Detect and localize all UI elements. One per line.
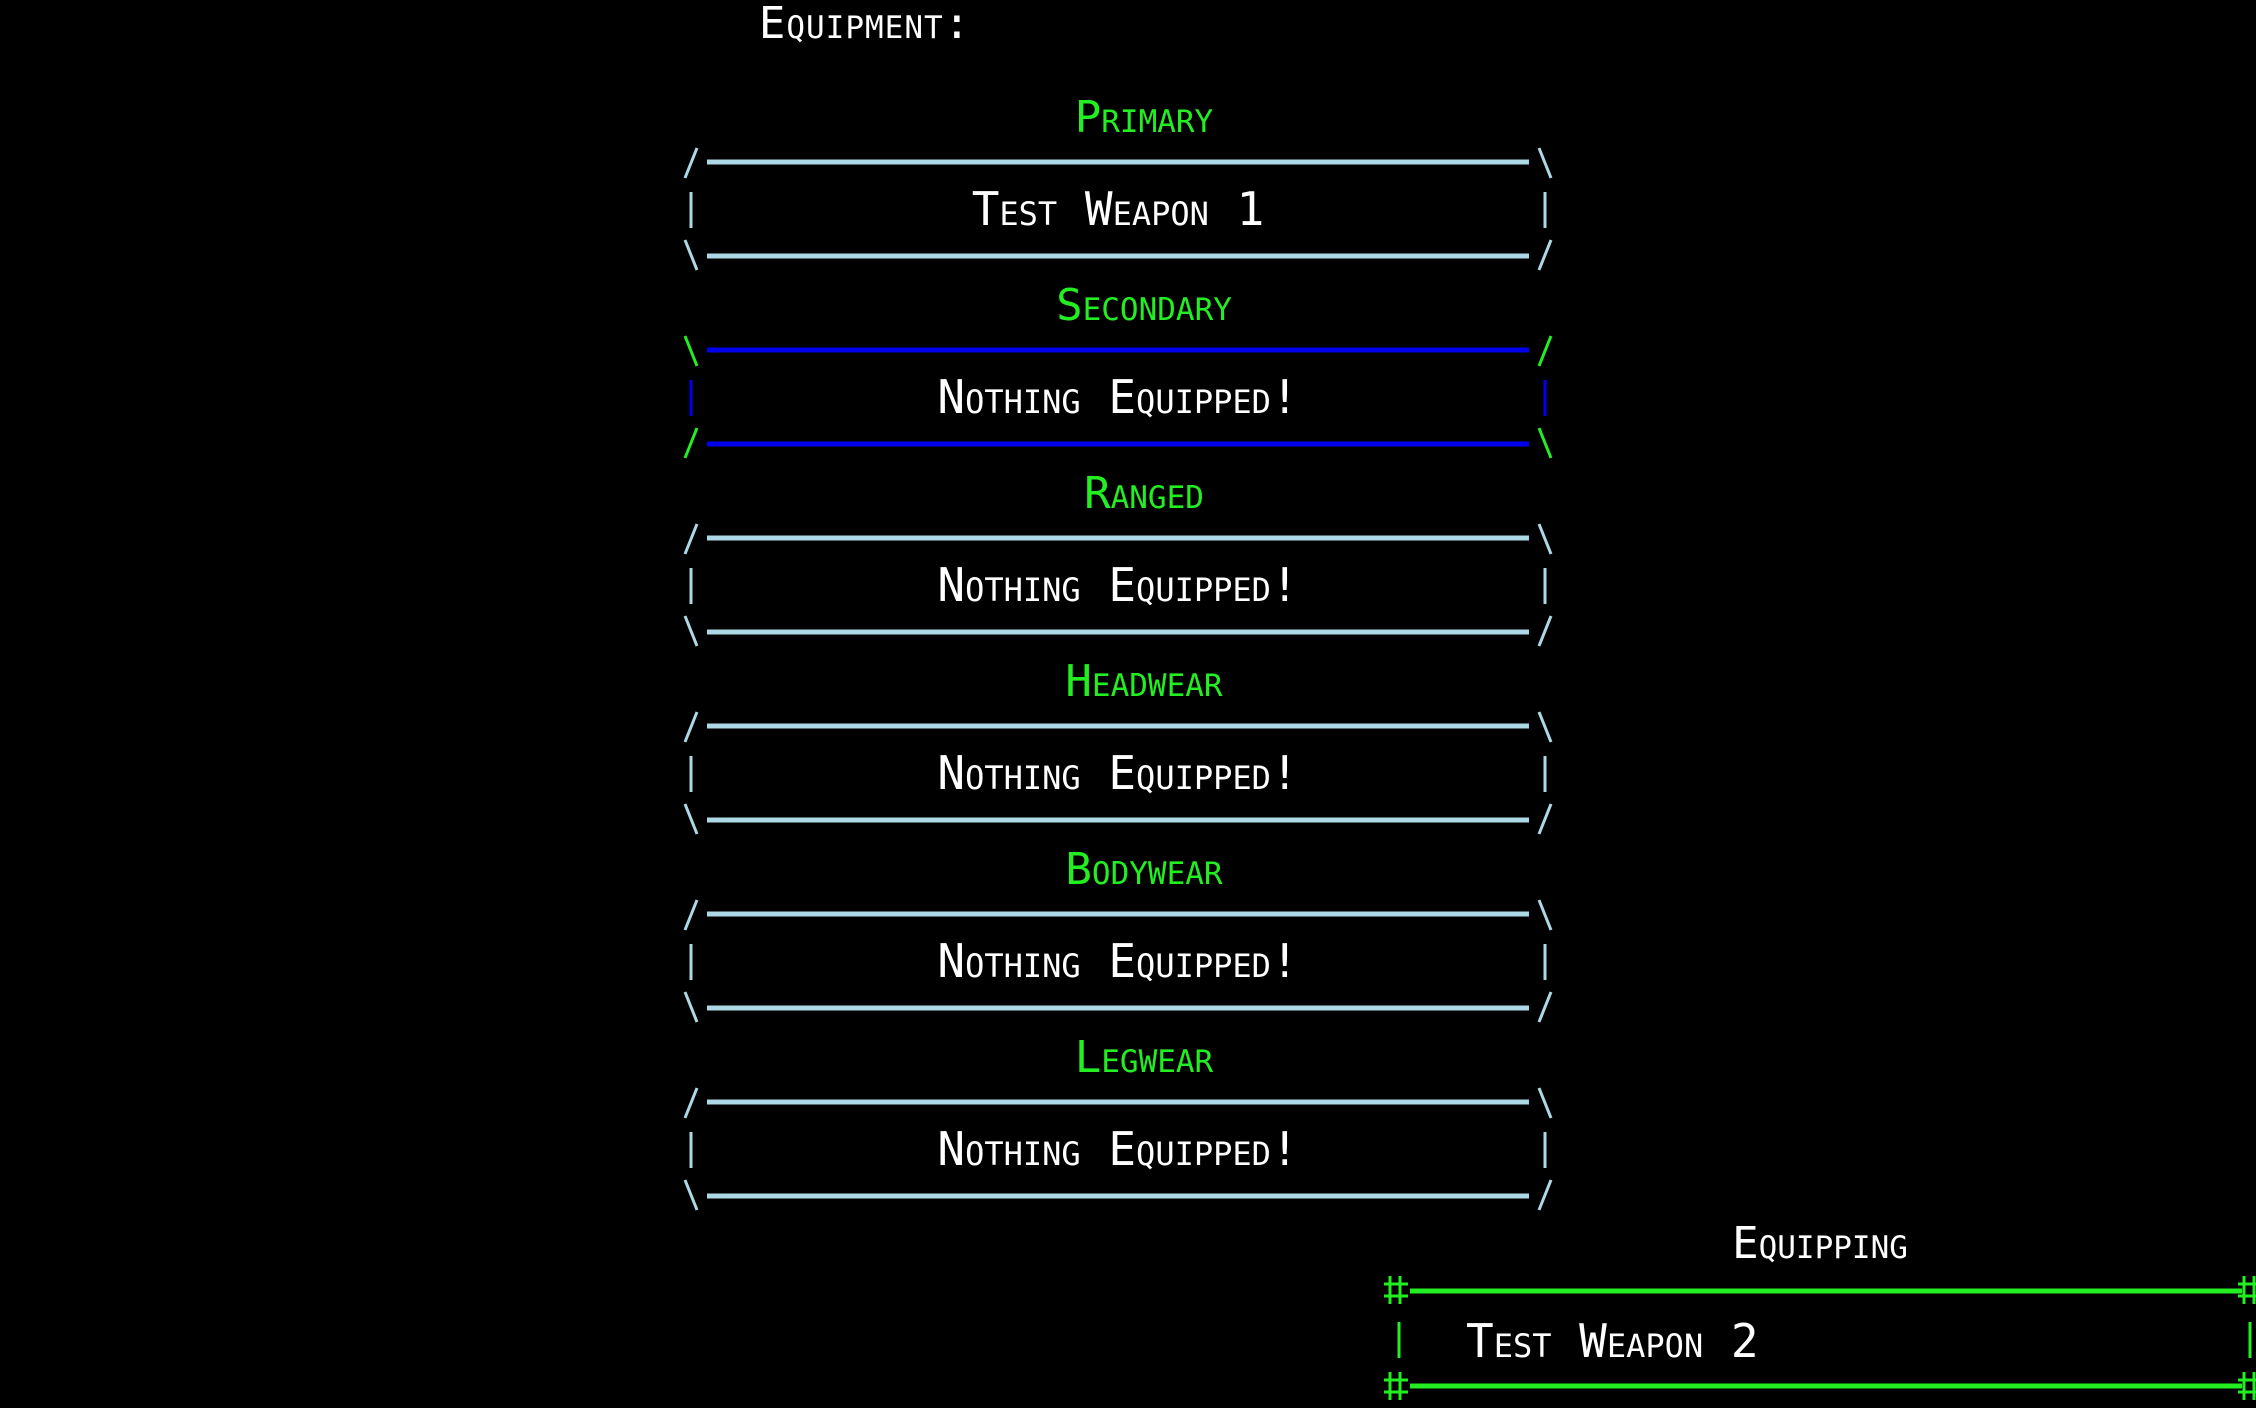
slot-label-secondary: Secondary (1056, 280, 1232, 331)
slot-value-ranged: Nothing Equipped! (937, 558, 1299, 612)
slot-value-legwear: Nothing Equipped! (937, 1122, 1299, 1176)
slot-label-headwear: Headwear (1065, 656, 1223, 707)
slot-frame (683, 899, 1553, 1023)
slot-frame (683, 147, 1553, 271)
slot-bodywear[interactable]: Nothing Equipped! (683, 896, 1553, 1024)
slot-label-primary: Primary (1074, 92, 1214, 143)
slot-legwear[interactable]: Nothing Equipped! (683, 1084, 1553, 1212)
equipping-panel[interactable]: Test Weapon 2 (1382, 1270, 2256, 1408)
hash-corner-icon (1384, 1372, 1408, 1400)
slot-value-headwear: Nothing Equipped! (937, 746, 1299, 800)
hash-corner-icon (2238, 1372, 2256, 1400)
equipping-label: Equipping (1732, 1218, 1908, 1269)
slot-secondary-selected[interactable]: Nothing Equipped! (683, 332, 1553, 460)
equipment-title: Equipment: (758, 0, 972, 49)
slot-frame (683, 1087, 1553, 1211)
slot-ranged[interactable]: Nothing Equipped! (683, 520, 1553, 648)
slot-value-primary: Test Weapon 1 (971, 182, 1265, 236)
slot-headwear[interactable]: Nothing Equipped! (683, 708, 1553, 836)
hash-corner-icon (2238, 1276, 2256, 1304)
equipping-value: Test Weapon 2 (1466, 1314, 1759, 1368)
slot-primary[interactable]: Test Weapon 1 (683, 144, 1553, 272)
hash-corner-icon (1384, 1276, 1408, 1304)
slot-frame (683, 711, 1553, 835)
equipping-frame (1384, 1276, 2256, 1400)
slot-frame (683, 523, 1553, 647)
slot-frame-selected (683, 335, 1553, 459)
slot-value-bodywear: Nothing Equipped! (937, 934, 1299, 988)
slot-label-ranged: Ranged (1084, 468, 1204, 519)
slot-label-legwear: Legwear (1074, 1032, 1214, 1083)
slot-label-bodywear: Bodywear (1065, 844, 1223, 895)
slot-value-secondary: Nothing Equipped! (937, 370, 1299, 424)
